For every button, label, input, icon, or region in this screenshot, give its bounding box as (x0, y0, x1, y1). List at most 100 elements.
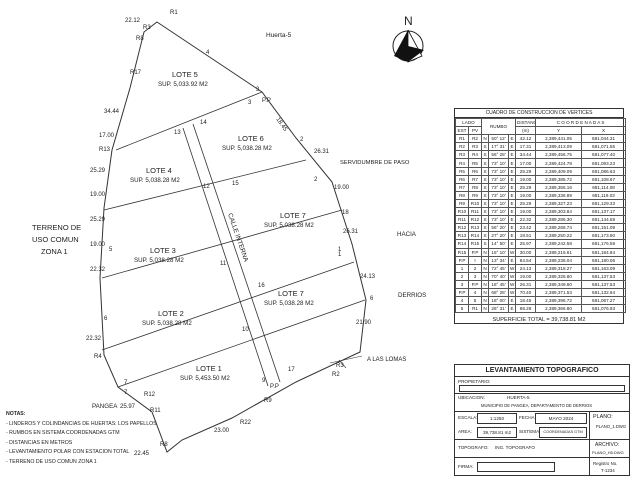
table-cell: 26° 31' (488, 304, 510, 314)
table-cell: E (508, 158, 517, 168)
table-cell: 84.54 (515, 255, 537, 265)
table-cell: E (508, 255, 517, 265)
registro-cell (589, 457, 631, 476)
table-cell: 2,389,242.58 (535, 239, 583, 249)
table-cell: S (481, 158, 490, 168)
header-y: Y (535, 126, 583, 136)
neighbor-lomas: A LAS LOMAS (367, 357, 406, 363)
propietario-field (459, 385, 625, 392)
vertex-label: R17 (130, 70, 142, 76)
table: LADO RUMBO DISTANCIA C O O R D E N A D A… (454, 117, 627, 314)
table-cell: 4 (467, 287, 483, 298)
table-cell: 2,389,303.84 (535, 207, 583, 217)
distance-label: 22.12 (125, 18, 141, 24)
vertex-label: 5 (109, 247, 113, 253)
lot-area: SUP. 5,038.28 M2 (222, 145, 272, 152)
vertex-label: 18 (342, 210, 349, 216)
fecha-label: FECHA: (519, 415, 536, 420)
table-cell: E (508, 142, 517, 152)
lot-name: LOTE 1 (196, 364, 222, 373)
table-cell: 2,389,441.05 (535, 134, 583, 144)
table-cell: S (481, 198, 490, 209)
table-cell: E (508, 190, 517, 200)
table-cell: 681,086.63 (581, 166, 627, 176)
table-cell: 681,137.53 (581, 271, 627, 281)
title-block-title: LEVANTAMIENTO TOPOGRAFICO (455, 365, 629, 377)
table-cell: R7 (467, 174, 483, 184)
table-cell: 15° 10' (488, 247, 510, 257)
lot-name: LOTE 3 (150, 246, 176, 255)
table-cell: R5 (467, 158, 483, 168)
table-cell: 73° 10' (488, 174, 510, 184)
table-cell: 681,077.40 (581, 150, 627, 160)
lot-area: SUP. 5,038.28 M2 (264, 222, 314, 229)
table-cell: P.P (467, 279, 483, 289)
distance-label: 17.00 (99, 133, 115, 139)
area-value: 39,738.81 m2 (477, 427, 517, 438)
table-cell: 73° 10' (488, 215, 510, 225)
table-cell: 681,132.64 (581, 287, 627, 298)
plano-cell: PLANO: PLANO_1.DWG (589, 411, 631, 439)
neighbor-servidumbre: SERVIDUMBRE DE PASO (340, 160, 410, 166)
table-cell: E (508, 150, 517, 160)
table-cell: E (508, 166, 517, 176)
north-arrow: N (392, 14, 424, 63)
vertex-label: R9 (264, 398, 272, 404)
table-cell: 2 (467, 263, 483, 273)
propietario-label: PROPIETARIO: (458, 379, 491, 384)
table-cell: 681,044.31 (581, 134, 627, 144)
table-cell: 2,389,371.53 (535, 287, 583, 298)
registro-value: T-1234 (601, 468, 615, 473)
distance-label: 25.97 (120, 404, 136, 410)
neighbor-west-2: USO COMUN (32, 235, 79, 244)
table-cell: W (508, 287, 517, 298)
table-cell: 2,389,268.74 (535, 223, 583, 233)
ubicacion-row: UBICACION: HUERTA-5 MUNICIPIO DE PANGEA,… (455, 393, 629, 412)
distance-label: 21.90 (356, 320, 372, 326)
distance-label: 19.00 (90, 242, 106, 248)
table-cell: R11 (467, 207, 483, 217)
table-cell: 19.00 (515, 207, 537, 217)
table-cell: 681,129.33 (581, 198, 627, 209)
table-cell: 18.45 (515, 296, 537, 306)
table-cell: 2,389,286.30 (535, 215, 583, 225)
table-cell: 2,389,456.75 (535, 150, 583, 160)
lot-name: LOTE 4 (146, 166, 172, 175)
lot-name: LOTE 2 (158, 309, 184, 318)
lot-name: LOTE 7 (278, 289, 304, 298)
distance-label: 22.32 (86, 336, 102, 342)
coordinate-table: CUADRO DE CONSTRUCCION DE VERTICES LADO … (454, 108, 627, 324)
header-est: EST (455, 126, 469, 136)
table-cell: 2 (455, 271, 469, 281)
table-cell: 22.32 (515, 215, 537, 225)
table-cell: 681,067.27 (581, 296, 627, 306)
header-coordenadas: C O O R D E N A D A S (535, 117, 627, 128)
vertex-label: R3 (336, 363, 344, 369)
table-cell: 681,076.93 (581, 304, 627, 314)
internal-road (182, 123, 281, 387)
vertex-label: 2 (300, 137, 304, 143)
vertex-label: 17 (288, 367, 295, 373)
escala-value: 1:1250 (477, 413, 517, 424)
table-cell: 5 (467, 296, 483, 306)
distance-label: 25.29 (90, 217, 106, 223)
vertex-label: 11 (220, 261, 227, 267)
header-distancia: DISTANCIA (515, 117, 537, 128)
note-item: - LINDEROS Y COLINDANCIAS DE HUERTAS: LO… (6, 420, 157, 427)
plano-label: PLANO: (593, 414, 613, 420)
vertex-label: 3 (248, 100, 252, 106)
table-cell: 681,180.06 (581, 255, 627, 265)
table-cell: N (481, 279, 490, 289)
table-cell: S (481, 223, 490, 233)
area-row: AREA: 39,738.81 m2 SISTEMA: COORDENADAS … (455, 425, 629, 440)
table-cell: S (481, 207, 490, 217)
distance-label: 19.00 (334, 185, 350, 191)
note-item: - DISTANCIAS EN METROS (6, 439, 73, 446)
table-cell: 681,114.08 (581, 182, 627, 192)
vertex-label: 12 (203, 184, 210, 190)
table-cell: 19.00 (515, 190, 537, 200)
